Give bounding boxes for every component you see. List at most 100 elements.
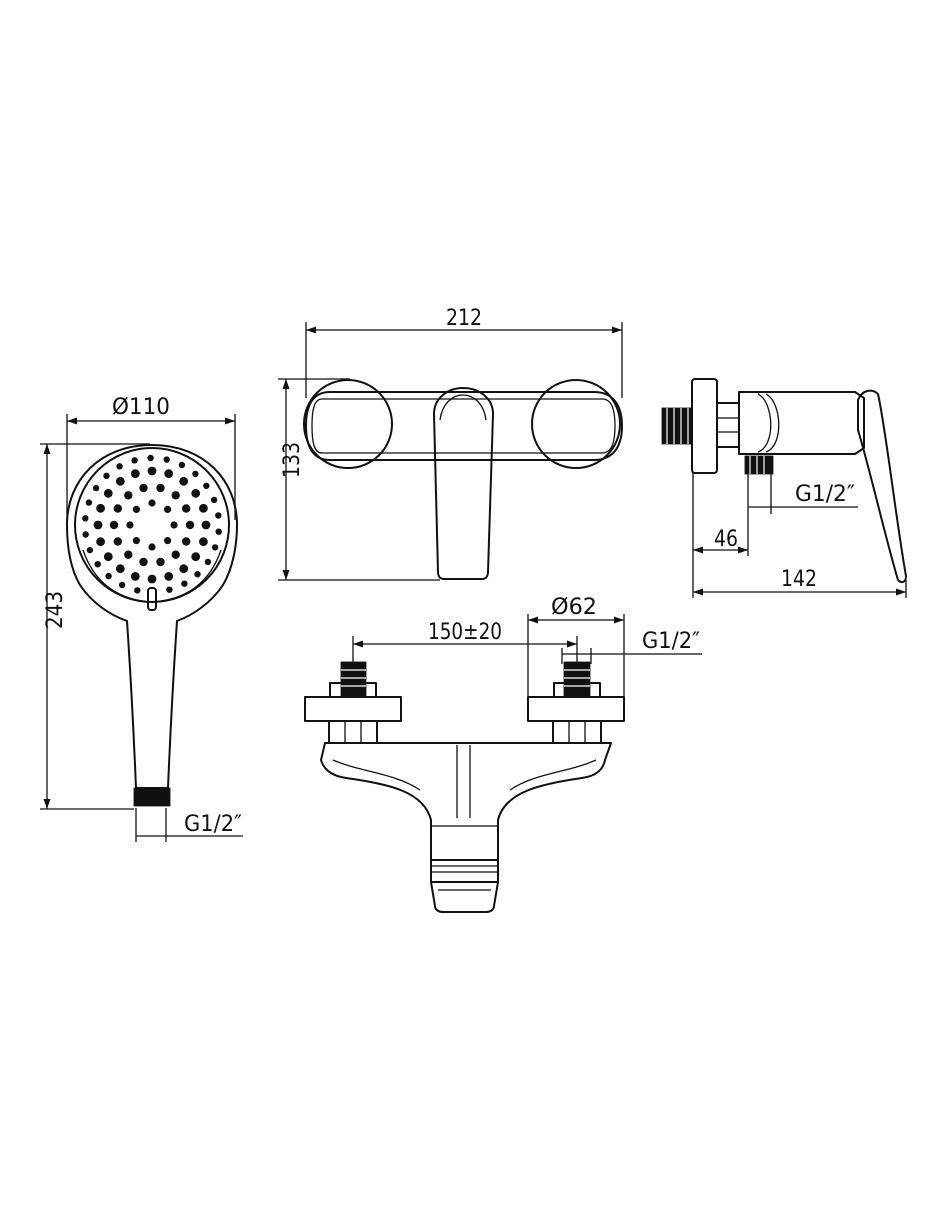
spray-nozzle [103, 488, 113, 498]
spray-nozzle [215, 512, 222, 519]
spray-holes [82, 454, 222, 594]
spray-nozzle [118, 581, 126, 589]
spray-nozzle [182, 504, 191, 513]
center-distance-label: 150±20 [428, 620, 502, 645]
side-escutcheon [691, 378, 718, 474]
spray-nozzle [166, 586, 173, 593]
handshower-height-label: 243 [43, 591, 68, 629]
spray-nozzle [210, 496, 218, 504]
spray-nozzle [164, 469, 174, 478]
side-depth-label: 142 [781, 567, 817, 592]
spray-nozzle [203, 482, 210, 489]
hose-thread-icon [133, 787, 171, 807]
spray-nozzle [215, 528, 222, 535]
outlet-connector [430, 881, 499, 913]
flange-diameter-label: Ø62 [551, 595, 597, 620]
spray-nozzle [211, 544, 219, 551]
lever-handle-front [433, 387, 494, 580]
spray-nozzle [192, 470, 199, 478]
spray-nozzle [191, 552, 201, 562]
left-flange [304, 696, 402, 722]
spray-face-inner-edge [82, 549, 222, 603]
mixer-side-view: G1/2″ 46 142 [661, 378, 907, 598]
spray-nozzle [82, 531, 89, 538]
spray-nozzle [164, 505, 172, 513]
spray-nozzle [185, 520, 195, 530]
spray-nozzle [179, 564, 189, 574]
spray-nozzle [148, 543, 156, 551]
left-inlet-thread-icon [340, 661, 367, 697]
spray-nozzle [103, 472, 110, 479]
spray-nozzle [103, 552, 113, 562]
spray-nozzle [156, 483, 165, 493]
spray-nozzle [164, 537, 172, 545]
spray-nozzle [204, 558, 212, 566]
spray-nozzle [170, 521, 178, 529]
mixer-bottom-view: 150±20 Ø62 G1/2″ [304, 595, 702, 913]
spray-nozzle [182, 537, 191, 546]
spray-nozzle [126, 521, 134, 529]
spray-nozzle [109, 520, 119, 530]
spray-nozzle [171, 491, 180, 500]
spray-nozzle [148, 499, 156, 507]
spray-nozzle [82, 515, 89, 522]
side-offset-label: 46 [714, 527, 738, 552]
spray-nozzle [94, 561, 101, 568]
hand-shower-view: Ø110 243 G1/2″ [40, 395, 243, 842]
spray-nozzle [113, 537, 123, 546]
spray-nozzle [130, 572, 140, 581]
spray-nozzle [92, 484, 100, 492]
mixer-front-view: 212 133 [278, 306, 623, 581]
spray-nozzle [156, 557, 165, 567]
spray-nozzle [96, 503, 105, 513]
spray-nozzle [134, 587, 141, 594]
spray-nozzle [163, 456, 170, 463]
spray-nozzle [147, 574, 157, 584]
front-height-label: 133 [280, 442, 305, 478]
spray-nozzle [139, 483, 148, 493]
spray-nozzle [201, 520, 211, 530]
spray-nozzle [124, 550, 133, 559]
left-nut [328, 720, 378, 744]
spray-nozzle [132, 505, 140, 513]
spray-nozzle [113, 504, 123, 513]
spray-nozzle [93, 520, 103, 530]
spray-nozzle [115, 476, 125, 486]
spray-nozzle [194, 571, 201, 578]
spray-nozzle [147, 454, 154, 462]
inlet-thread-label: G1/2″ [642, 629, 700, 654]
side-body [738, 391, 865, 455]
spray-nozzle [179, 476, 189, 486]
spray-nozzle [132, 537, 140, 545]
spray-nozzle [191, 488, 201, 498]
side-lever-handle [857, 389, 907, 584]
left-escutcheon [303, 379, 393, 469]
spray-nozzle [115, 564, 125, 574]
side-outlet-thread-icon [744, 455, 774, 475]
spray-nozzle [116, 463, 123, 470]
right-flange [527, 696, 625, 722]
spray-selector-tab [147, 587, 157, 611]
side-thread-label: G1/2″ [795, 482, 855, 507]
front-width-label: 212 [446, 306, 482, 331]
side-nut [716, 402, 740, 448]
spray-nozzle [85, 499, 93, 506]
spray-nozzle [131, 457, 138, 464]
handshower-diameter-label: Ø110 [112, 395, 170, 420]
spray-nozzle [199, 537, 208, 547]
right-escutcheon [531, 379, 621, 469]
hand-shower-outline [66, 444, 238, 789]
spray-nozzle [130, 469, 140, 478]
right-inlet-thread-icon [563, 661, 591, 697]
spray-nozzle [86, 546, 94, 554]
spray-nozzle [164, 572, 174, 581]
spray-nozzle [178, 461, 186, 469]
spray-nozzle [124, 491, 133, 500]
mixer-body-front [305, 391, 623, 461]
mixer-body-bottom [320, 742, 612, 861]
spray-nozzle [171, 550, 180, 559]
spray-nozzle [181, 580, 188, 587]
spray-nozzle [139, 557, 148, 567]
spray-nozzle [96, 537, 105, 547]
